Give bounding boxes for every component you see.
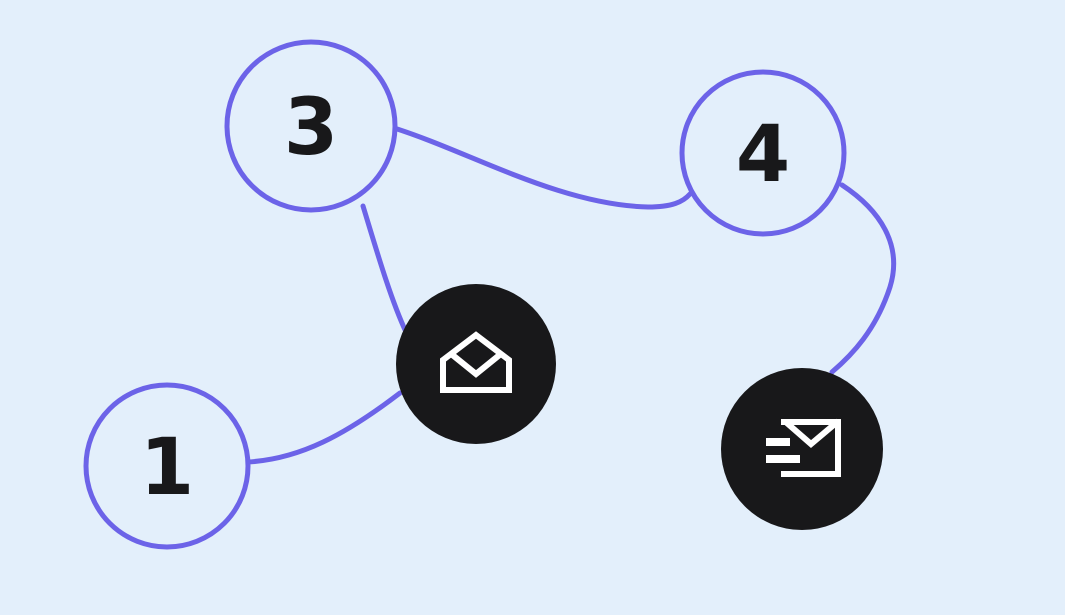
mail-send-icon (766, 418, 841, 477)
mail-open-envelope-body (440, 331, 512, 393)
mail-send-flap-chevron (783, 418, 841, 448)
node-1-circle[interactable] (83, 382, 251, 550)
edge-node3-mail-open[interactable] (360, 203, 409, 335)
node-4-label: 4 (736, 110, 790, 200)
node-mail-open-circle[interactable] (396, 284, 556, 444)
mail-open-icon (440, 331, 512, 393)
node-3-label: 3 (284, 83, 338, 173)
node-mail-open[interactable] (396, 284, 556, 444)
edge-node4-mail-send[interactable] (829, 182, 897, 375)
node-mail-send-circle[interactable] (721, 368, 883, 530)
edge-node3-node4[interactable] (391, 125, 693, 210)
node-3[interactable]: 3 (224, 39, 398, 213)
node-4[interactable]: 4 (679, 69, 847, 237)
node-1[interactable]: 1 (83, 382, 251, 550)
mail-send-envelope-body (781, 419, 841, 477)
edge-layer (245, 125, 897, 465)
edge-node1-mail-open[interactable] (245, 390, 403, 465)
node-1-label: 1 (140, 423, 194, 513)
mail-open-flap-chevron (450, 352, 502, 378)
node-mail-send[interactable] (721, 368, 883, 530)
node-3-circle[interactable] (224, 39, 398, 213)
node-4-circle[interactable] (679, 69, 847, 237)
